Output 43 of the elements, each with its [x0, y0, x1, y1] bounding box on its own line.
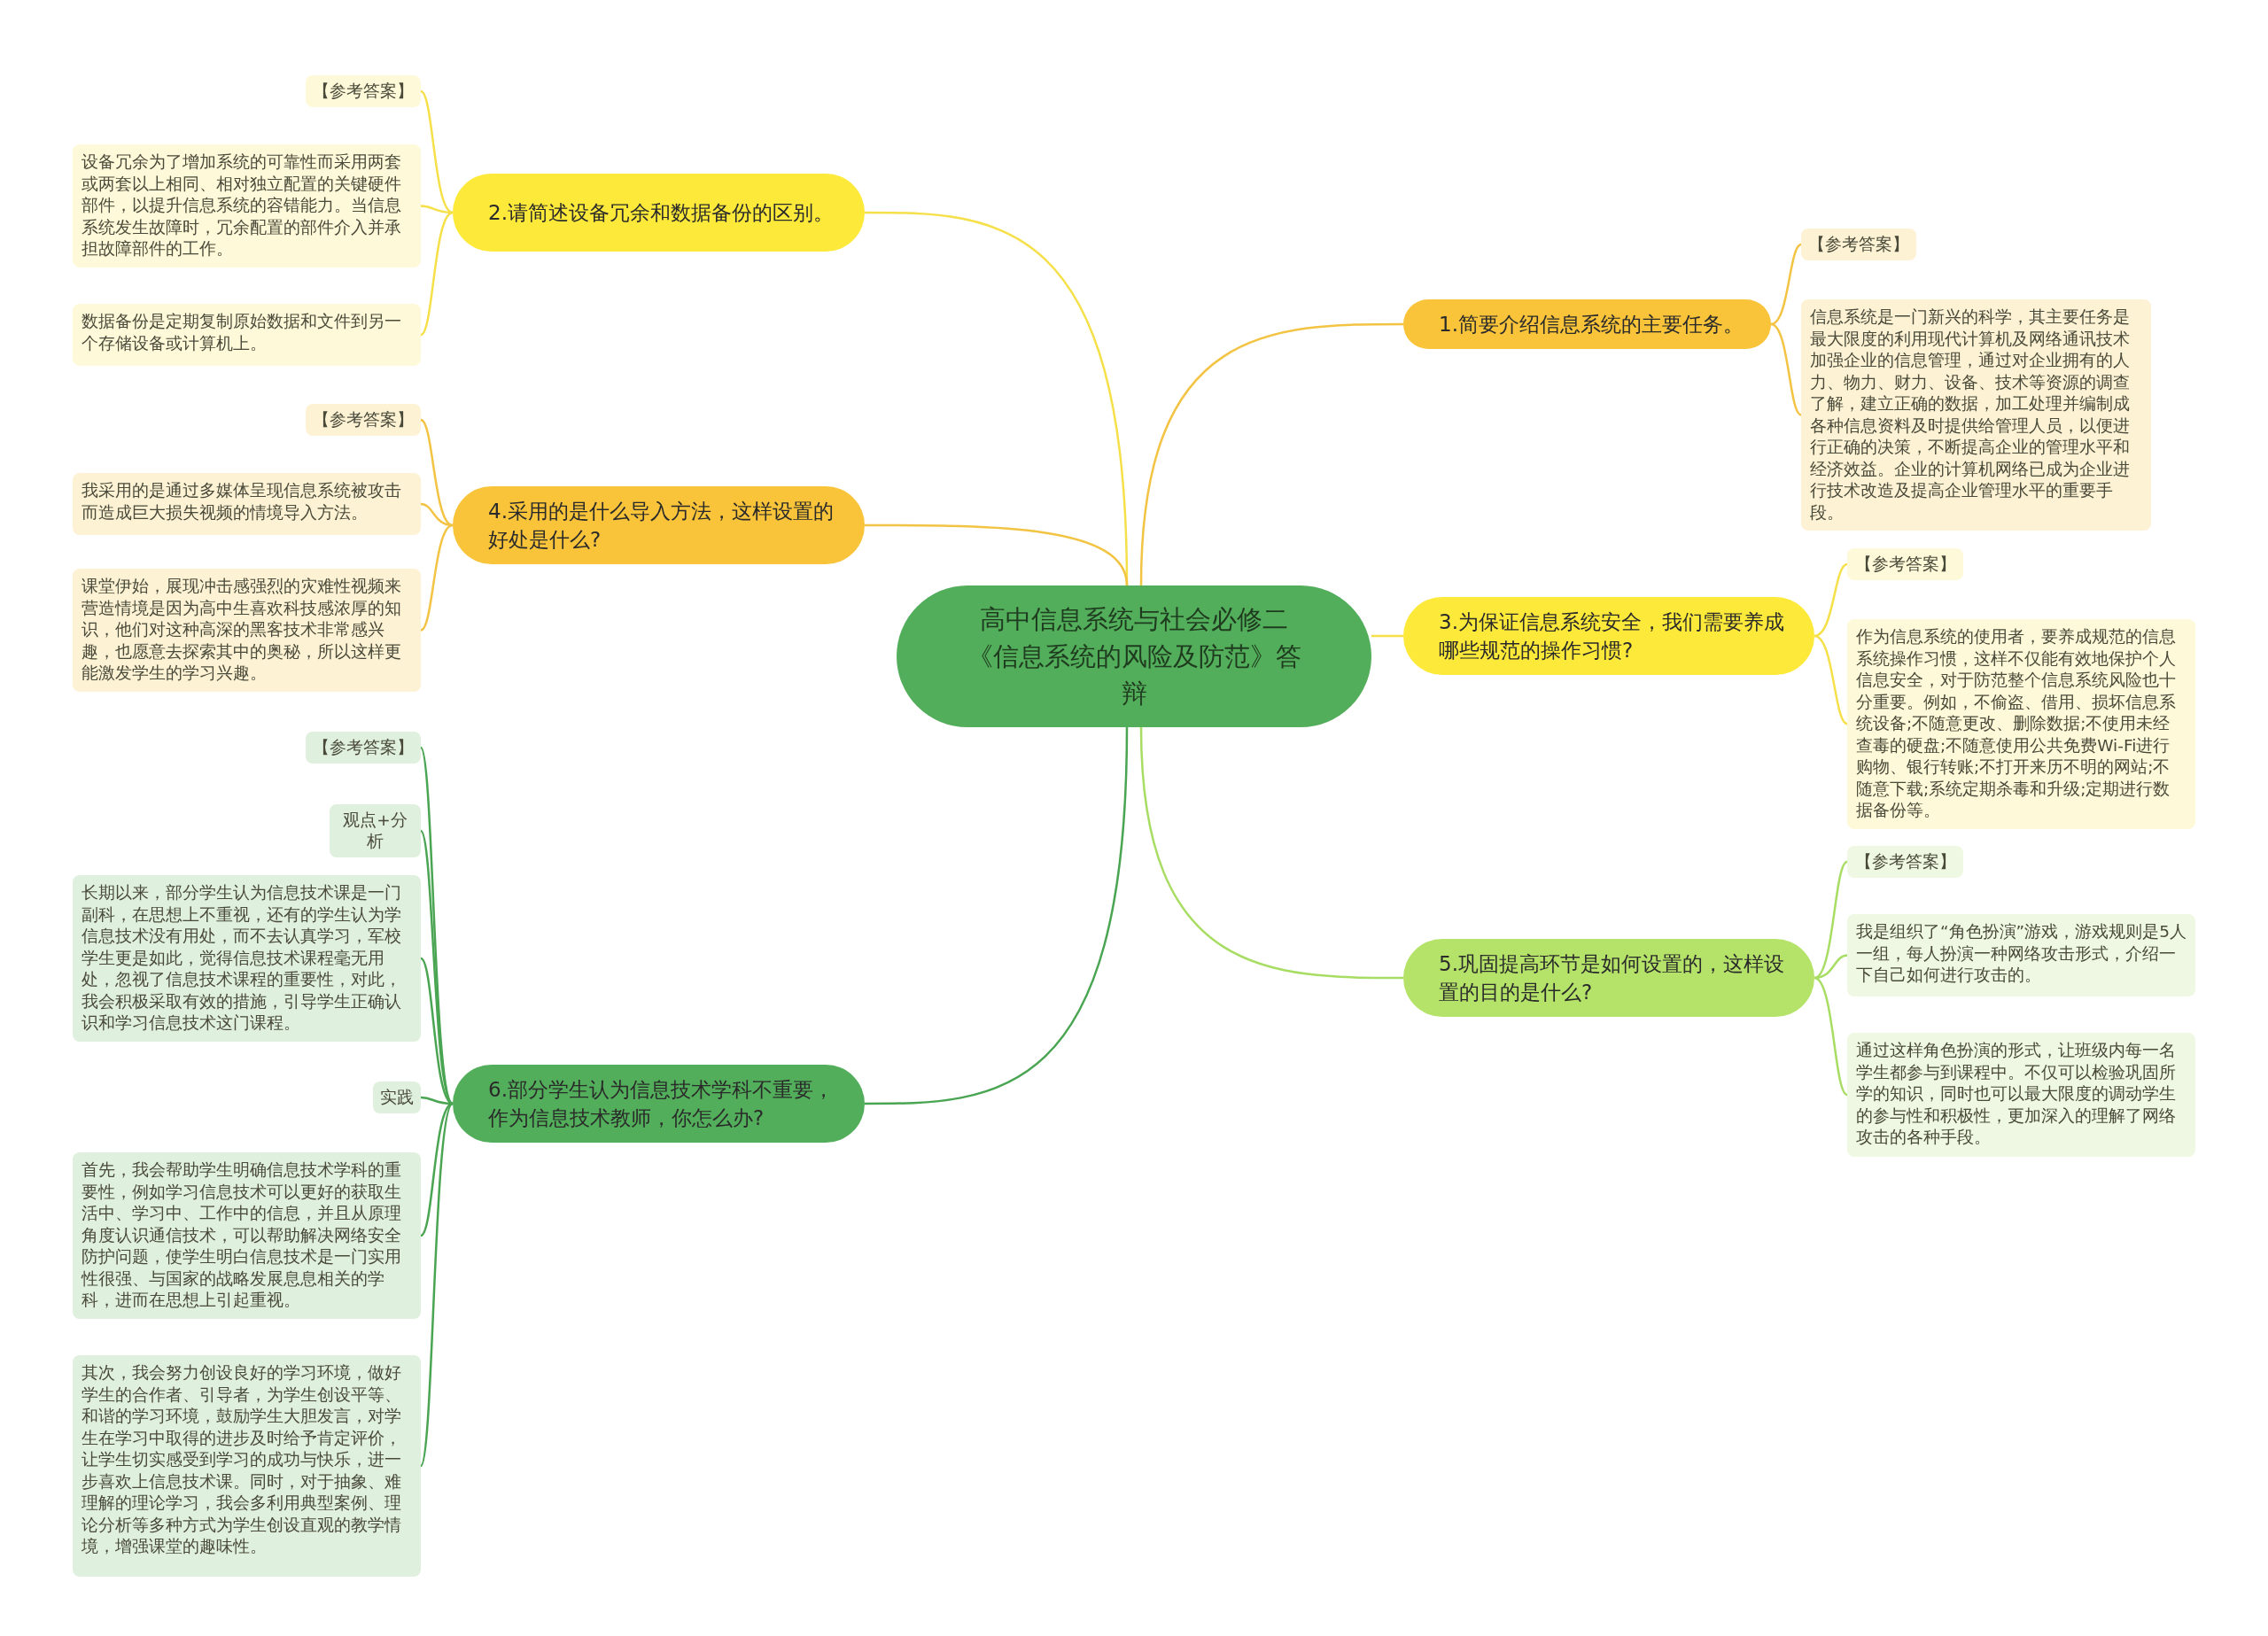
tag-label: 观点+分析	[330, 804, 421, 857]
central-topic: 高中信息系统与社会必修二《信息系统的风险及防范》答辩	[897, 585, 1371, 727]
answer-card: 其次，我会努力创设良好的学习环境，做好学生的合作者、引导者，为学生创设平等、和谐的学习环境，鼓励学生大胆发言，对学生在学习中取得的进步及时给予肯定评价，让学生切实感受到学习的成功与快乐，进一步喜欢上信息技术课。同时，对于抽象、难理解的理论学习，我会多利用典型案例、理论分析等多种方式为学生创设直观的教学情境，增强课堂的趣味性。	[73, 1355, 421, 1577]
connector-line	[1814, 634, 1848, 725]
connector-line	[865, 523, 1129, 586]
connector-line	[419, 1103, 454, 1467]
answer-card: 我是组织了“角色扮演”游戏，游戏规则是5人一组，每人扮演一种网络攻击形式，介绍一下自己如何进行攻击的。	[1847, 914, 2195, 996]
tag-label: 【参考答案】	[306, 404, 421, 436]
question-topic: 3.为保证信息系统安全，我们需要养成哪些规范的操作习惯?	[1403, 597, 1814, 675]
answer-card: 数据备份是定期复制原始数据和文件到另一个存储设备或计算机上。	[73, 304, 421, 366]
connector-line	[1814, 861, 1848, 980]
connector-line	[1770, 322, 1802, 416]
connector-line	[419, 830, 454, 1105]
connector-line	[865, 726, 1129, 1105]
tag-label: 实践	[373, 1082, 421, 1113]
connector-line	[1139, 726, 1403, 980]
connector-line	[420, 523, 454, 632]
tag-label: 【参考答案】	[1847, 548, 1963, 580]
question-topic: 5.巩固提高环节是如何设置的，这样设置的目的是什么?	[1403, 939, 1814, 1017]
answer-card: 通过这样角色扮演的形式，让班级内每一名学生都参与到课程中。不仅可以检验巩固所学的知识，同时也可以最大限度的调动学生的参与性和积极性，更加深入的理解了网络攻击的各种手段。	[1847, 1033, 2195, 1157]
tag-label: 【参考答案】	[1847, 846, 1963, 878]
question-topic: 1.简要介绍信息系统的主要任务。	[1403, 299, 1771, 349]
connector-line	[420, 418, 454, 527]
question-topic: 2.请简述设备冗余和数据备份的区别。	[453, 174, 865, 252]
question-topic: 6.部分学生认为信息技术学科不重要，作为信息技术教师，你怎么办?	[453, 1065, 865, 1143]
answer-card: 首先，我会帮助学生明确信息技术学科的重要性，例如学习信息技术可以更好的获取生活中、学习中、工作中的信息，并且从原理角度认识通信技术，可以帮助解决网络安全防护问题，使学生明白信息技术是一门实用性很强、与国家的战略发展息息相关的学科，进而在思想上引起重视。	[73, 1152, 421, 1319]
connector-line	[1814, 562, 1848, 638]
connector-line	[1814, 976, 1848, 1096]
connector-line	[420, 90, 454, 214]
answer-card: 我采用的是通过多媒体呈现信息系统被攻击而造成巨大损失视频的情境导入方法。	[73, 473, 421, 535]
connector-line	[1371, 634, 1403, 638]
question-topic: 4.采用的是什么导入方法，这样设置的好处是什么?	[453, 486, 865, 564]
answer-card: 作为信息系统的使用者，要养成规范的信息系统操作习惯，这样不仅能有效地保护个人信息安全，对于防范整个信息系统风险也十分重要。例如，不偷盗、借用、损坏信息系统设备;不随意更改、删除数据;不使用未经查毒的硬盘;不随意使用公共免费Wi-Fi进行购物、银行转账;不打开来历不明的网站;不随意下载;系统定期杀毒和升级;定期进行数据备份等。	[1847, 619, 2195, 829]
answer-card: 信息系统是一门新兴的科学，其主要任务是最大限度的利用现代计算机及网络通讯技术加强企业的信息管理，通过对企业拥有的人力、物力、财力、设备、技术等资源的调查了解，建立正确的数据，加工处理并编制成各种信息资料及时提供给管理人员，以便进行正确的决策，不断提高企业的管理水平和经济效益。企业的计算机网络已成为企业进行技术改造及提高企业管理水平的重要手段。	[1801, 299, 2151, 531]
tag-label: 【参考答案】	[1801, 229, 1916, 260]
connector-line	[1770, 243, 1802, 326]
connector-line	[420, 211, 454, 336]
tag-label: 【参考答案】	[306, 732, 421, 764]
answer-card: 长期以来，部分学生认为信息技术课是一门副科，在思想上不重视，还有的学生认为学信息技术没有用处，而不去认真学习，军校学生更是如此，觉得信息技术课程毫无用处，忽视了信息技术课程的重要性，对此，我会积极采取有效的措施，引导学生正确认识和学习信息技术这门课程。	[73, 875, 421, 1042]
connector-line	[1139, 322, 1403, 586]
tag-label: 【参考答案】	[306, 75, 421, 107]
answer-card: 课堂伊始，展现冲击感强烈的灾难性视频来营造情境是因为高中生喜欢科技感浓厚的知识，他们对这种高深的黑客技术非常感兴趣，也愿意去探索其中的奥秘，所以这样更能激发学生的学习兴趣。	[73, 569, 421, 692]
answer-card: 设备冗余为了增加系统的可靠性而采用两套或两套以上相同、相对独立配置的关键硬件部件，以提升信息系统的容错能力。当信息系统发生故障时，冗余配置的部件介入并承担故障部件的工作。	[73, 144, 421, 267]
